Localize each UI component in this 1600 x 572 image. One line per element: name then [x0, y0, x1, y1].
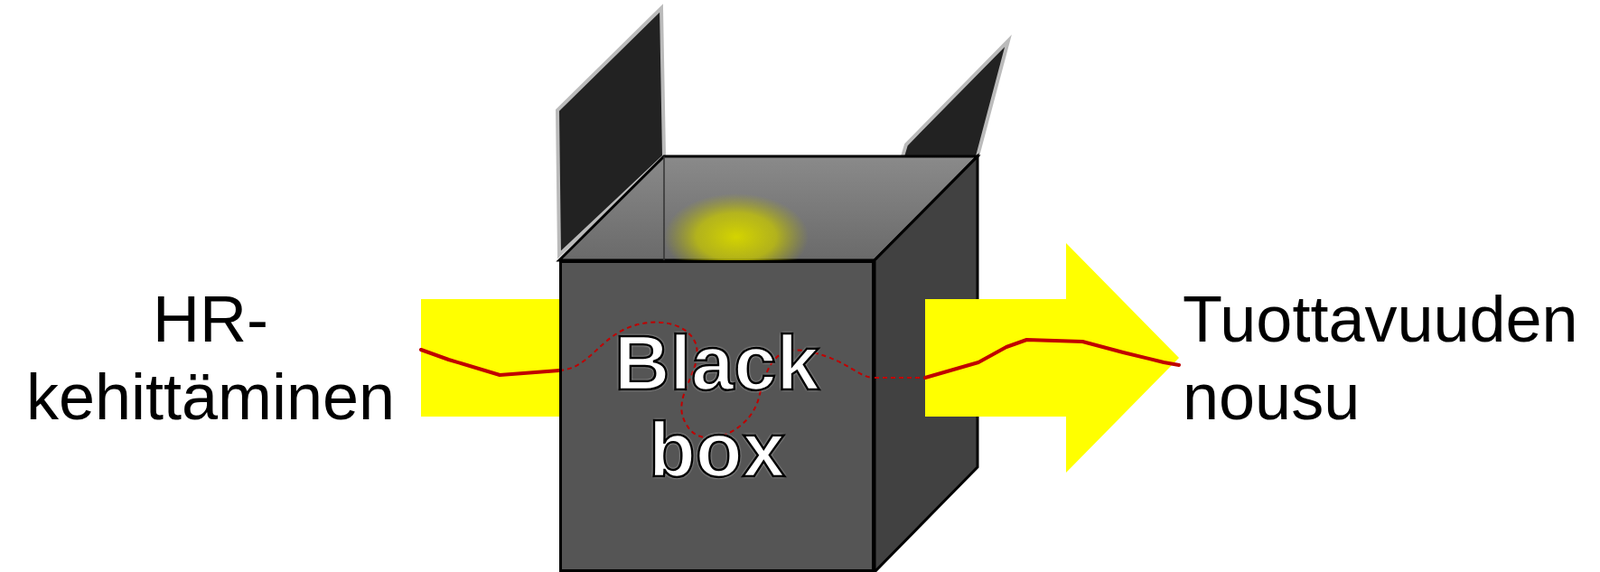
- trend-line: [925, 339, 1179, 378]
- trend-line: [421, 349, 560, 375]
- input-label: HR- kehittäminen: [0, 271, 422, 444]
- hidden-path: [874, 376, 926, 379]
- node-text: Black box: [561, 319, 872, 494]
- flow-arrow: [421, 299, 560, 417]
- box-front: [559, 260, 875, 572]
- node-text: Tuottavuuden nousu: [1182, 280, 1600, 436]
- inner-edge: [663, 156, 665, 261]
- arrow-shape: [925, 243, 1179, 473]
- output-label: Tuottavuuden nousu: [1178, 271, 1600, 444]
- node-text: HR- kehittäminen: [0, 280, 422, 436]
- flow-arrow: [874, 243, 1179, 473]
- black-box: Black box: [559, 260, 875, 572]
- arrow-shape: [421, 299, 560, 417]
